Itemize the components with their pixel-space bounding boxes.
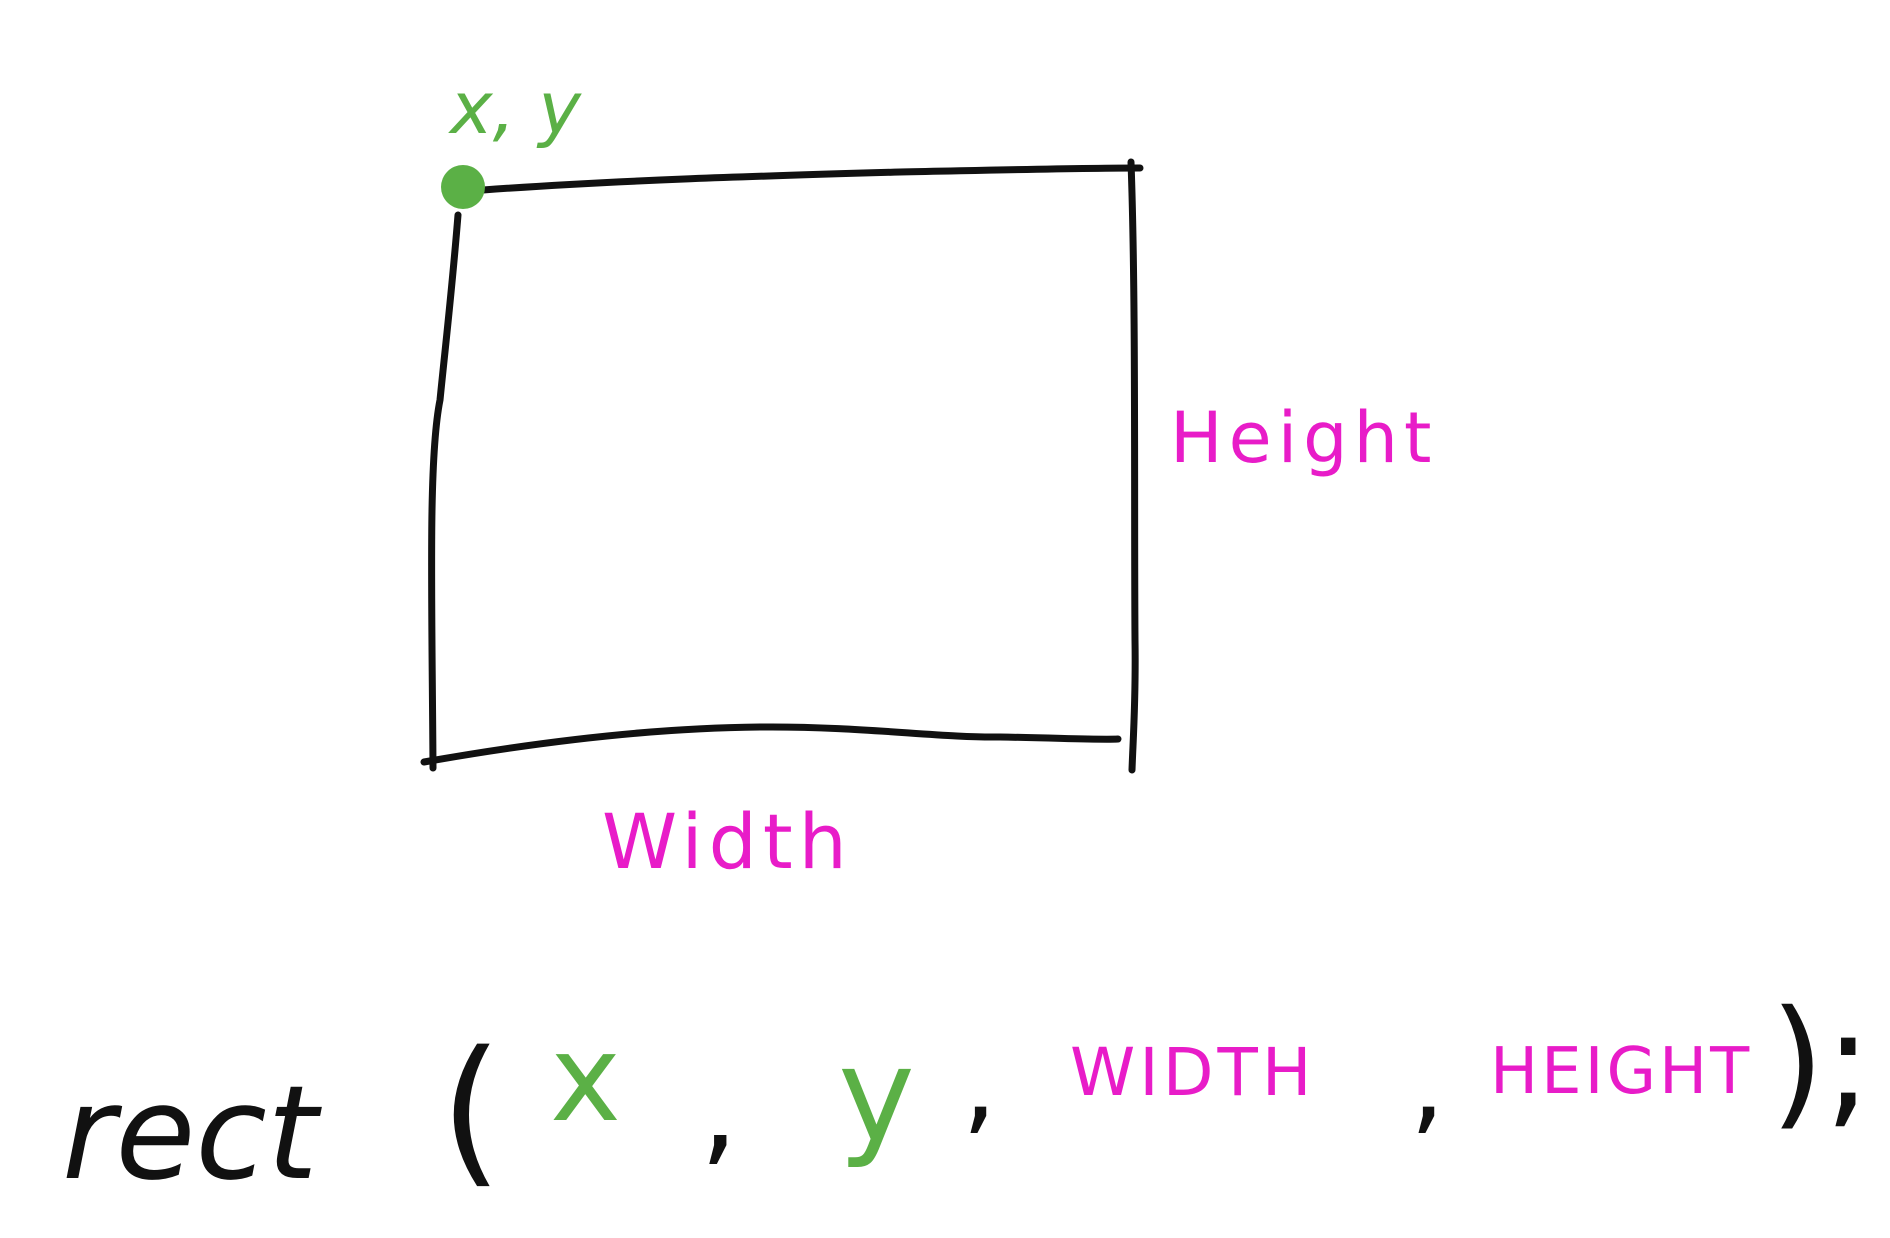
rectangle-shape [420,158,1144,774]
code-open-paren: ( [440,1016,502,1203]
width-label: Width [602,797,853,886]
code-arg-height: HEIGHT [1490,1035,1752,1109]
rectangle-bottom-edge [420,723,1122,766]
height-label: Height [1170,397,1437,479]
code-arg-y: y [838,1019,915,1171]
code-func: rect [62,1057,322,1209]
rectangle-top-edge [479,164,1144,194]
code-close: ); [1770,981,1872,1144]
code-comma-1: , [700,1040,738,1179]
code-line: rect ( x , y , WIDTH , HEIGHT ); [62,981,1872,1209]
code-arg-x: x [550,1010,621,1149]
rectangle-right-edge [1127,158,1139,774]
origin-label: x, y [448,66,582,150]
origin-point [441,165,485,209]
code-arg-width: WIDTH [1070,1034,1316,1111]
code-comma-3: , [1410,1018,1445,1146]
code-comma-2: , [962,1018,997,1146]
rectangle-left-edge [428,211,462,772]
